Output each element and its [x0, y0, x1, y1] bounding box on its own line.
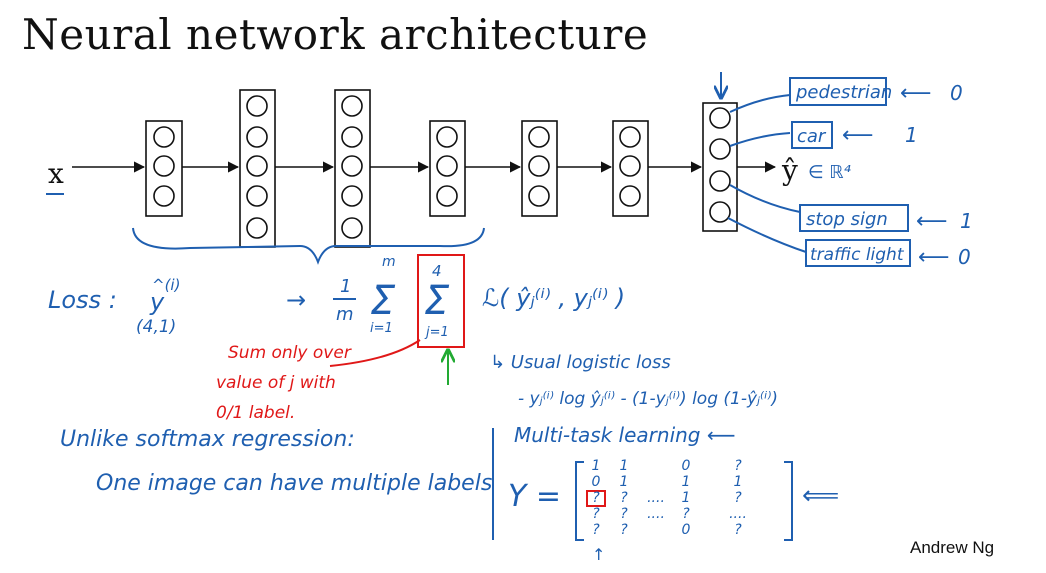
class-arrow: ⟵ — [900, 81, 932, 106]
matrix-cell: ? — [592, 490, 600, 506]
hidden-layer-5 — [521, 120, 558, 217]
red-note-line-2: value of j with — [216, 373, 336, 393]
loss-function: ℒ( ŷⱼ⁽ⁱ⁾ , yⱼ⁽ⁱ⁾ ) — [482, 284, 625, 312]
yhat-symbol: y — [149, 288, 165, 316]
hidden-layers-brace — [132, 227, 485, 265]
matrix-cell: 1 — [682, 490, 691, 506]
author-name: Andrew Ng — [910, 538, 995, 557]
matrix-cell: ? — [620, 522, 628, 538]
matrix-cell: ? — [734, 458, 742, 474]
matrix-cell: ? — [734, 522, 742, 538]
inner-sum-bottom: j=1 — [424, 325, 449, 340]
matrix-cell: 0 — [682, 458, 691, 474]
matrix-cell: ? — [734, 490, 742, 506]
class-arrow: ⟵ — [918, 245, 950, 270]
class-value-car: 1 — [905, 123, 918, 147]
matrix-cell: 1 — [682, 474, 691, 490]
matrix-cell: ? — [592, 522, 600, 538]
class-label-car: car — [797, 126, 827, 147]
matrix-cell: .... — [647, 506, 665, 522]
softmax-note-line-2: One image can have multiple labels — [96, 471, 492, 496]
matrix-cell: .... — [647, 490, 665, 506]
matrix-pointer: ↑ — [592, 545, 605, 564]
matrix-cell: ? — [682, 506, 690, 522]
matrix-cell: 1 — [620, 474, 629, 490]
hidden-layer-6 — [612, 120, 649, 217]
class-box-traffic-light — [805, 239, 911, 267]
red-note-line-1: Sum only over — [228, 343, 352, 363]
matrix-cell: 1 — [620, 458, 629, 474]
loss-label: Loss : — [48, 286, 117, 314]
softmax-note-line-1: Unlike softmax regression: — [60, 427, 355, 452]
hidden-layer-4 — [429, 120, 466, 217]
input-label: x — [48, 157, 64, 190]
inner-sum-highlight — [417, 254, 465, 348]
class-label-traffic-light: traffic light — [810, 245, 905, 265]
matrix-label: Y = — [508, 479, 561, 514]
matrix-cell: ? — [620, 490, 628, 506]
logistic-loss-note: ↳ Usual logistic loss — [490, 352, 671, 373]
class-arrow: ⟵ — [842, 123, 874, 148]
class-value-pedestrian: 0 — [950, 81, 963, 105]
slide-title: Neural network architecture — [22, 10, 649, 59]
fraction-denominator: m — [336, 304, 354, 325]
inner-sum-symbol: Σ — [424, 278, 450, 324]
matrix-cell: 1 — [592, 458, 601, 474]
network-diagram — [72, 89, 777, 248]
outer-sum-top: m — [382, 254, 396, 270]
logistic-loss-formula: - yⱼ⁽ⁱ⁾ log ŷⱼ⁽ⁱ⁾ - (1-yⱼ⁽ⁱ⁾) log (1-ŷⱼ⁽… — [518, 389, 778, 409]
hidden-layer-1 — [145, 120, 183, 217]
hidden-layer-3 — [334, 89, 371, 248]
inner-sum-top: 4 — [432, 262, 442, 280]
matrix-cell: ? — [620, 506, 628, 522]
sum-arrow: → — [286, 286, 306, 314]
yhat-superscript: ^(i) — [152, 276, 180, 294]
class-value-stop-sign: 1 — [960, 209, 973, 233]
output-space: ∈ ℝ⁴ — [808, 162, 852, 183]
matrix-cell: .... — [729, 506, 747, 522]
class-value-traffic-light: 0 — [958, 245, 971, 269]
output-label: ŷ — [781, 154, 798, 187]
class-box-pedestrian — [789, 77, 887, 106]
fraction-numerator: 1 — [340, 276, 351, 297]
class-label-pedestrian: pedestrian — [795, 82, 892, 103]
outer-sum-bottom: i=1 — [370, 321, 393, 336]
class-arrow: ⟵ — [916, 209, 948, 234]
matrix-arrow: ⟸ — [802, 481, 839, 511]
red-note-line-3: 0/1 label. — [216, 403, 295, 423]
matrix-cell: 1 — [734, 474, 743, 490]
class-label-stop-sign: stop sign — [806, 209, 888, 230]
hidden-layer-2 — [239, 89, 276, 248]
matrix-highlight — [586, 490, 606, 507]
yhat-shape: (4,1) — [136, 317, 176, 337]
matrix-cell: 0 — [592, 474, 601, 490]
loss-section: Loss : ^(i) y (4,1) → 1 m m Σ i=1 4 Σ j=… — [48, 254, 778, 409]
outer-sum-symbol: Σ — [370, 278, 396, 324]
multitask-label: Multi-task learning ⟵ — [514, 423, 736, 447]
matrix-cell: 0 — [682, 522, 691, 538]
class-box-car — [791, 121, 833, 149]
output-class-list: pedestrian ⟵ 0 car ⟵ 1 stop sign ⟵ 1 tra… — [789, 77, 973, 270]
class-box-stop-sign — [799, 204, 909, 232]
red-note: Sum only over value of j with 0/1 label. — [216, 343, 352, 423]
matrix-cell: ? — [592, 506, 600, 522]
output-layer — [702, 102, 738, 232]
